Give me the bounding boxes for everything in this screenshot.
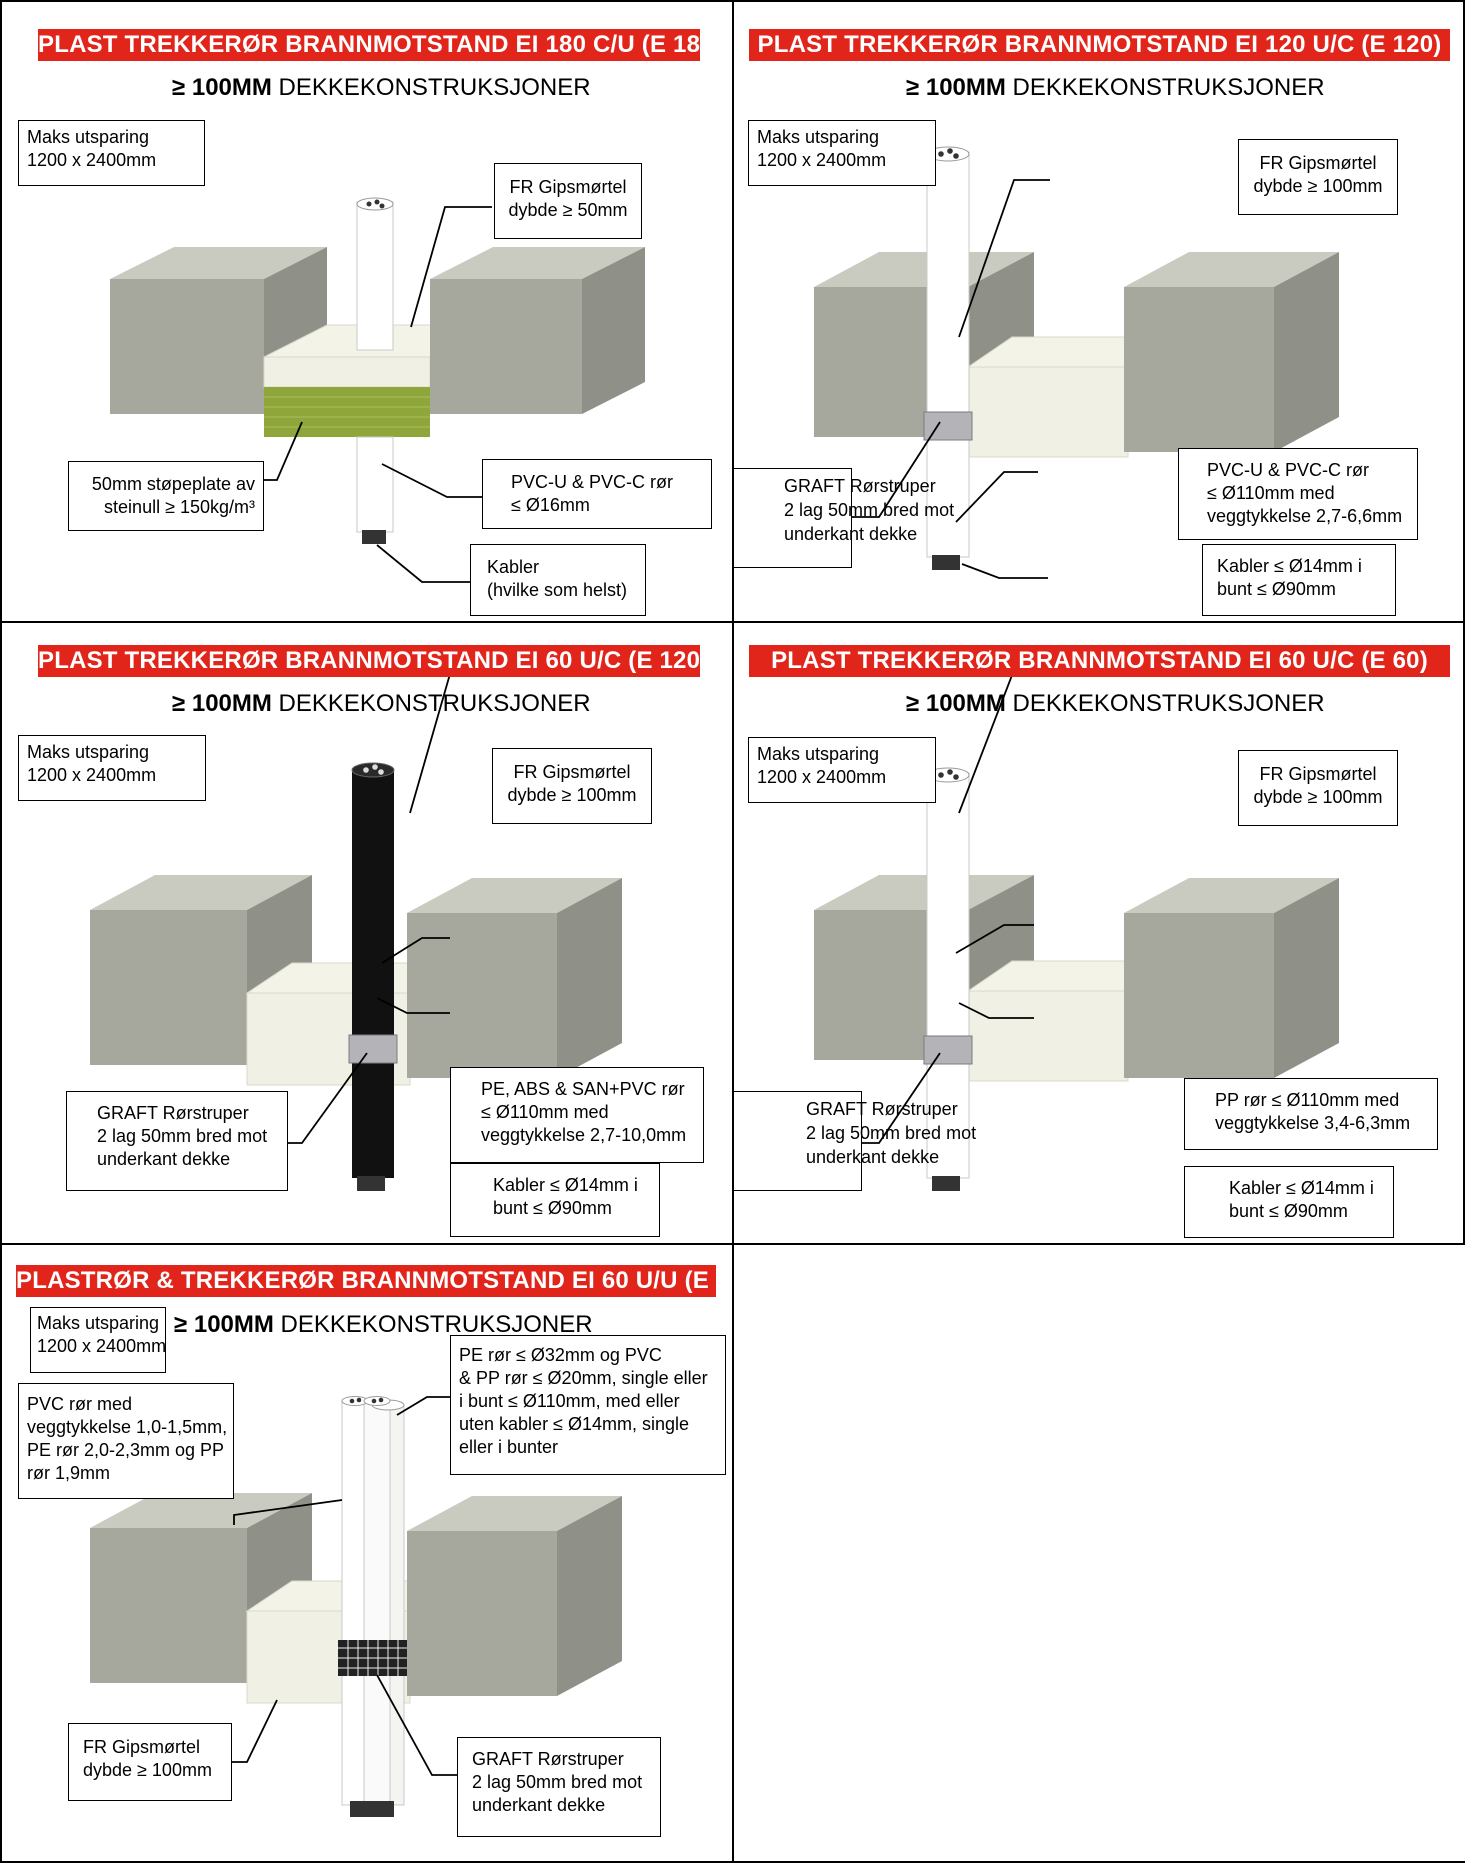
pipe-top-opening bbox=[356, 197, 394, 211]
panel-ei180: PLAST TREKKERØR BRANNMOTSTAND EI 180 C/U… bbox=[2, 2, 732, 621]
concrete-slab-right-top bbox=[430, 247, 645, 279]
grid-line-right bbox=[1463, 0, 1465, 1245]
mortar-front bbox=[967, 366, 1129, 458]
grid-line-left bbox=[0, 0, 2, 1863]
panel-subtitle: ≥ 100MM DEKKEKONSTRUKSJONER bbox=[906, 74, 1325, 101]
pipe-lower bbox=[356, 436, 394, 533]
grid-line-middle bbox=[732, 0, 734, 1863]
diagram-ei60-uu bbox=[90, 1396, 622, 1817]
pipe-upper bbox=[356, 201, 394, 351]
concrete-slab-left-top bbox=[90, 875, 312, 910]
concrete-slab-right-front bbox=[407, 913, 557, 1078]
graft-collar bbox=[923, 1035, 973, 1065]
leader-lines bbox=[232, 1396, 457, 1776]
label-kabler: Kabler(hvilke som helst) bbox=[470, 544, 646, 616]
pipe-bundle-middle bbox=[363, 1399, 391, 1806]
cables-end bbox=[362, 530, 386, 544]
panel-title: PLAST TREKKERØR BRANNMOTSTAND EI 180 C/U… bbox=[38, 29, 722, 61]
panel-ei60-e60: PLAST TREKKERØR BRANNMOTSTAND EI 60 U/C … bbox=[734, 623, 1463, 1243]
cables-end bbox=[357, 1176, 385, 1191]
panel-subtitle: ≥ 100MM DEKKEKONSTRUKSJONER bbox=[906, 690, 1325, 717]
concrete-slab-right-front bbox=[430, 279, 582, 414]
label-graft-rorstruper bbox=[734, 1091, 862, 1191]
diagram-ei60-e60 bbox=[814, 669, 1339, 1191]
label-graft-rorstruper bbox=[734, 468, 852, 568]
mortar-front bbox=[967, 990, 1129, 1082]
panel-ei120: PLAST TREKKERØR BRANNMOTSTAND EI 120 U/C… bbox=[734, 2, 1463, 621]
concrete-slab-right-top bbox=[1124, 252, 1339, 287]
concrete-slab-right-side bbox=[1274, 878, 1339, 1078]
concrete-slab-right-top bbox=[407, 878, 622, 913]
concrete-slab-right-top bbox=[407, 1496, 622, 1531]
steinull-plate bbox=[264, 387, 430, 437]
panel-title: PLAST TREKKERØR BRANNMOTSTAND EI 120 U/C… bbox=[749, 29, 1450, 61]
panel-title: PLASTRØR & TREKKERØR BRANNMOTSTAND EI 60… bbox=[16, 1265, 732, 1297]
cables-end bbox=[350, 1801, 394, 1817]
panel-subtitle: ≥ 100MM DEKKEKONSTRUKSJONER bbox=[172, 74, 591, 101]
diagram-ei120 bbox=[814, 146, 1339, 579]
panel-title: PLAST TREKKERØR BRANNMOTSTAND EI 60 U/C … bbox=[749, 645, 1450, 677]
concrete-slab-left-top bbox=[110, 247, 327, 279]
concrete-slab-left-front bbox=[90, 1528, 247, 1683]
pipe-top-opening bbox=[351, 762, 395, 778]
graft-wrap-pattern bbox=[338, 1640, 408, 1676]
concrete-slab-right-side bbox=[1274, 252, 1339, 452]
concrete-slab-right-side bbox=[557, 1496, 622, 1696]
concrete-slab-right-side bbox=[582, 247, 645, 414]
graft-collar bbox=[348, 1034, 398, 1064]
panel-ei60-e120: PLAST TREKKERØR BRANNMOTSTAND EI 60 U/C … bbox=[2, 623, 732, 1243]
diagram-ei180 bbox=[110, 197, 645, 583]
concrete-slab-left-front bbox=[90, 910, 247, 1065]
concrete-slab-right-front bbox=[407, 1531, 557, 1696]
concrete-slab-left-top bbox=[814, 875, 1034, 910]
diagram-ei60-e120 bbox=[90, 666, 622, 1191]
mortar-front bbox=[263, 356, 431, 388]
steinull-texture bbox=[264, 396, 430, 428]
label-pe-ror: PE rør ≤ Ø32mm og PVC& PP rør ≤ Ø20mm, s… bbox=[450, 1335, 726, 1475]
panel-subtitle: ≥ 100MM DEKKEKONSTRUKSJONER bbox=[172, 690, 591, 717]
leader-lines bbox=[264, 206, 492, 583]
leader-lines bbox=[852, 179, 1050, 579]
concrete-slab-right-top bbox=[1124, 878, 1339, 913]
panel-ei60-uu: PLASTRØR & TREKKERØR BRANNMOTSTAND EI 60… bbox=[2, 1245, 732, 1861]
concrete-slab-right-side bbox=[557, 878, 622, 1078]
concrete-slab-right-front bbox=[1124, 287, 1274, 452]
panel-subtitle: ≥ 100MM DEKKEKONSTRUKSJONER bbox=[174, 1311, 593, 1338]
concrete-slab-left-front bbox=[110, 279, 264, 414]
concrete-slab-right-front bbox=[1124, 913, 1274, 1078]
concrete-slab-left-top bbox=[90, 1493, 312, 1528]
label-pvc-ror: PVC-U & PVC-C rør≤ Ø16mm bbox=[482, 459, 712, 529]
pipe-upper bbox=[926, 772, 970, 1179]
pipe-upper bbox=[926, 151, 970, 558]
pipe-black bbox=[352, 768, 394, 1178]
cables-end bbox=[932, 555, 960, 570]
panel-title: PLAST TREKKERØR BRANNMOTSTAND EI 60 U/C … bbox=[38, 645, 708, 677]
cables-end bbox=[932, 1176, 960, 1191]
